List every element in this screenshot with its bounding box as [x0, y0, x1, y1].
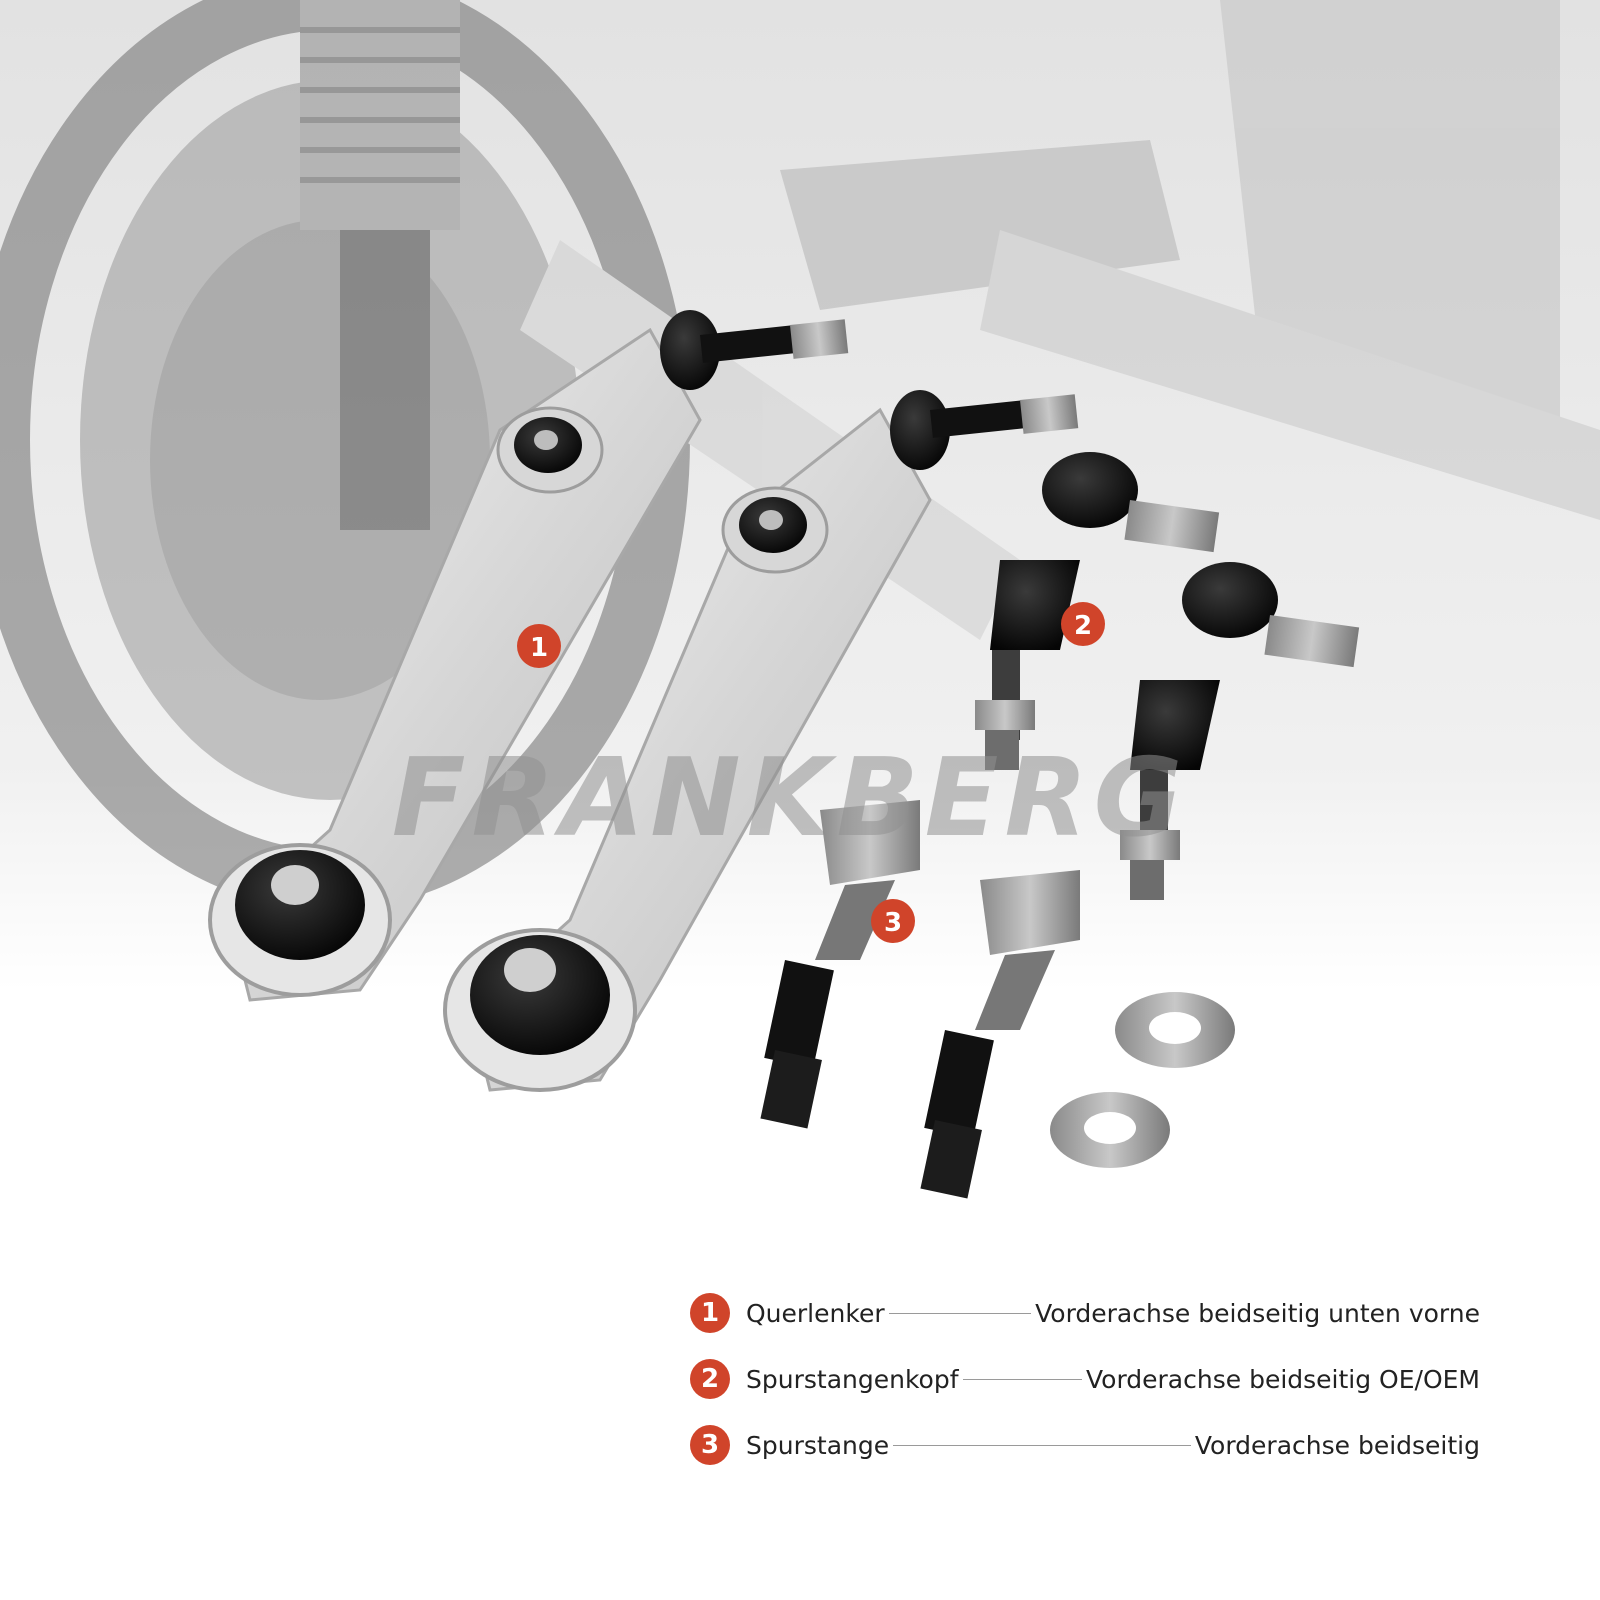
legend-part-name: Querlenker [746, 1298, 885, 1328]
legend-number-badge: 2 [690, 1359, 730, 1399]
control-arm-right [443, 390, 1079, 1092]
legend-number-badge: 3 [690, 1425, 730, 1465]
legend-row-spurstangenkopf: 2 Spurstangenkopf Vorderachse beidseitig… [690, 1346, 1480, 1412]
legend-number-badge: 1 [690, 1293, 730, 1333]
legend-part-name: Spurstangenkopf [746, 1364, 959, 1394]
callout-badge-2: 2 [1061, 602, 1105, 646]
legend-part-name: Spurstange [746, 1430, 890, 1460]
tie-rod-end-2 [1120, 562, 1360, 900]
callout-number-2: 2 [1074, 611, 1092, 641]
legend-part-description: Vorderachse beidseitig [1194, 1430, 1480, 1460]
inner-tie-rod-1 [760, 800, 920, 1129]
inner-tie-rod-2 [920, 870, 1080, 1199]
watermark-logo: FRANKBERG [392, 736, 1189, 861]
control-arm-left [208, 310, 849, 1002]
legend-leader-line [962, 1378, 1082, 1380]
legend-part-description: Vorderachse beidseitig OE/OEM [1085, 1364, 1480, 1394]
callout-number-1: 1 [530, 633, 548, 663]
legend-leader-line [888, 1312, 1032, 1314]
callout-badge-1: 1 [517, 624, 561, 668]
legend-leader-line [893, 1444, 1191, 1446]
tie-rod-end-1 [975, 452, 1220, 770]
legend-part-description: Vorderachse beidseitig unten vorne [1035, 1298, 1480, 1328]
parts-legend: 1 Querlenker Vorderachse beidseitig unte… [690, 1280, 1480, 1478]
callout-number-3: 3 [884, 908, 902, 938]
legend-row-spurstange: 3 Spurstange Vorderachse beidseitig [690, 1412, 1480, 1478]
callout-badge-3: 3 [871, 899, 915, 943]
lock-washers [1050, 992, 1235, 1168]
legend-row-querlenker: 1 Querlenker Vorderachse beidseitig unte… [690, 1280, 1480, 1346]
